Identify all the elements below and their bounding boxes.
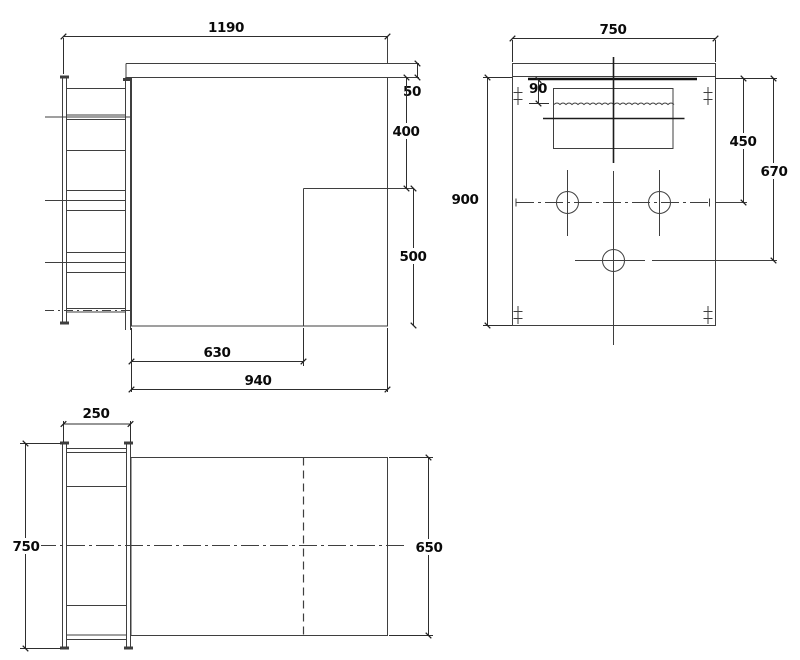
dim-plan-body-height: 650 (389, 454, 444, 639)
side-view-flange (45, 75, 132, 330)
side-view: 1190 50 400 500 630 (45, 20, 427, 393)
dim-flange-width: 250 (60, 406, 134, 442)
corner-anchor-marks (513, 87, 713, 324)
dim-top-plate: 50 (403, 60, 421, 100)
anchor-mark (703, 306, 713, 324)
side-view-body (125, 37, 419, 327)
dim-front-height-label: 900 (452, 192, 479, 208)
dim-plan-overall-height-label: 750 (13, 539, 40, 555)
dim-outlet-drop-label: 670 (761, 164, 788, 180)
dim-upper-section: 400 (393, 74, 420, 192)
dim-plan-overall-height: 750 (11, 440, 61, 652)
dim-overall-width-label: 1190 (208, 20, 244, 36)
bolt-holes (515, 170, 777, 272)
dim-inset-depth-label: 90 (529, 81, 547, 97)
plan-view: 250 750 650 (11, 406, 444, 652)
dim-front-width-label: 750 (600, 22, 627, 38)
dim-lower-section: 500 (399, 185, 427, 329)
anchor-mark (513, 87, 523, 105)
dim-base-width: 940 (128, 328, 391, 393)
anchor-mark (513, 306, 523, 324)
dim-inner-width-label: 630 (204, 345, 231, 361)
front-view-body (512, 57, 716, 345)
dim-front-width: 750 (509, 22, 719, 62)
dim-front-height: 900 (449, 74, 512, 329)
dim-upper-section-label: 400 (393, 124, 420, 140)
dim-inset-depth: 90 (529, 76, 549, 107)
dim-flange-width-label: 250 (83, 406, 110, 422)
dim-lower-section-label: 500 (400, 249, 427, 265)
front-view: 750 90 900 450 670 (449, 22, 790, 345)
dim-overall-width: 1190 (60, 20, 391, 74)
dim-bolt-row-drop-label: 450 (730, 134, 757, 150)
dim-plan-body-height-label: 650 (416, 540, 443, 556)
dim-top-plate-label: 50 (403, 84, 421, 100)
dim-bolt-row-drop: 450 (715, 75, 777, 206)
anchor-mark (703, 87, 713, 105)
dim-base-width-label: 940 (245, 373, 272, 389)
plan-view-body (38, 457, 407, 636)
dim-outlet-drop: 670 (758, 75, 790, 264)
dim-inner-width: 630 (128, 328, 307, 392)
